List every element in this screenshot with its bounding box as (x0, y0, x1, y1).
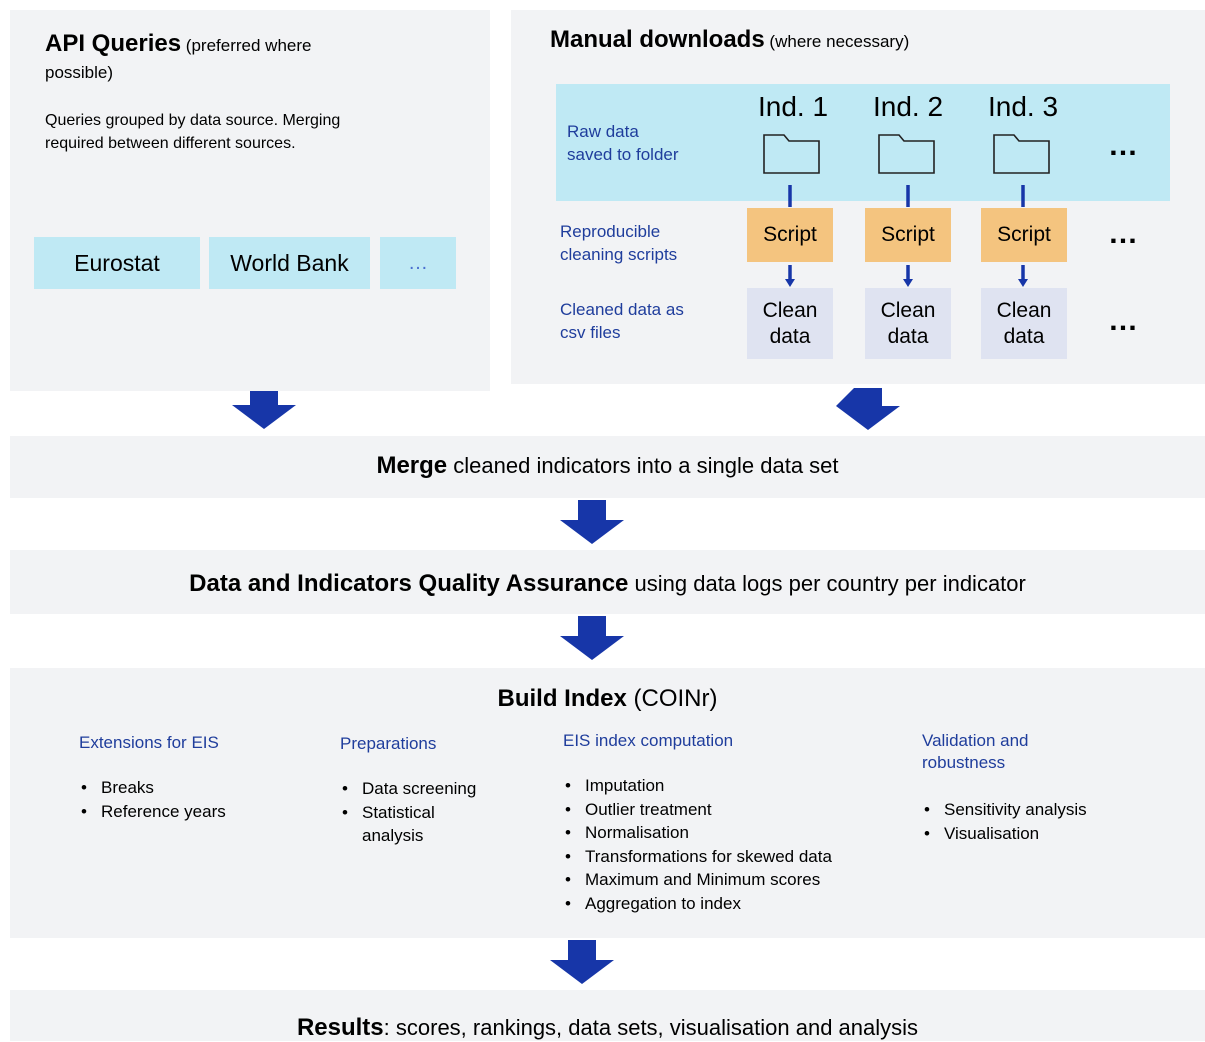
arrow-down-icon (785, 185, 795, 287)
qa-rest: using data logs per country per indicato… (634, 571, 1026, 596)
column-heading-line2: robustness (922, 753, 1006, 772)
folder-icon (763, 134, 820, 174)
build-rest: (COINr) (633, 685, 718, 712)
api-desc-line2: required between different sources. (45, 135, 296, 152)
source-chip-eurostat: Eurostat (34, 237, 200, 289)
scripts-label-line2: cleaning scripts (560, 245, 678, 264)
cleaning-scripts-label: Reproducible cleaning scripts (560, 220, 677, 266)
api-title-note2: possible) (45, 63, 114, 82)
manual-title-note: (where necessary) (769, 32, 910, 51)
list-item: Maximum and Minimum scores (563, 868, 903, 892)
manual-downloads-title: Manual downloads (where necessary) (550, 26, 1190, 56)
cleaned-label-line2: csv files (560, 323, 621, 342)
source-chip-world-bank: World Bank (209, 237, 370, 289)
script-box: Script (981, 208, 1067, 262)
api-queries-panel: API Queries (preferred where possible) Q… (10, 10, 490, 391)
clean-line2: data (769, 324, 811, 348)
column-list: Breaks Reference years (79, 776, 309, 823)
results-rest: : scores, rankings, data sets, visualisa… (383, 1015, 919, 1040)
build-title: Build Index (COINr) (10, 684, 1205, 714)
column-heading: EIS index computation (563, 731, 734, 750)
manual-title-bold: Manual downloads (550, 26, 765, 53)
list-item-line2: analysis (362, 826, 424, 845)
arrow-down-icon (1018, 185, 1028, 287)
cleaned-data-label: Cleaned data as csv files (560, 298, 684, 344)
list-item: Breaks (79, 776, 309, 800)
list-item: Statistical analysis (340, 801, 540, 848)
list-item: Aggregation to index (563, 892, 903, 916)
cleaned-label-line1: Cleaned data as (560, 300, 684, 319)
list-item: Outlier treatment (563, 798, 903, 822)
list-item: Transformations for skewed data (563, 845, 903, 869)
list-item: Reference years (79, 800, 309, 824)
api-description: Queries grouped by data source. Merging … (45, 109, 475, 155)
api-title-note: (preferred where (185, 36, 312, 55)
column-heading: Validation and robustness (922, 730, 1182, 774)
folder-icon (878, 134, 935, 174)
more-clean-ellipsis: … (1108, 304, 1142, 337)
flow-arrow-down-icon (836, 388, 900, 430)
flow-arrow-down-icon (232, 391, 296, 429)
column-list: Sensitivity analysis Visualisation (922, 798, 1182, 845)
manual-downloads-panel: Manual downloads (where necessary) Raw d… (511, 10, 1205, 384)
api-title-bold: API Queries (45, 30, 182, 57)
results-stage: Results: scores, rankings, data sets, vi… (10, 990, 1205, 1041)
script-box: Script (865, 208, 951, 262)
list-item: Data screening (340, 777, 540, 801)
column-list: Imputation Outlier treatment Normalisati… (563, 774, 903, 915)
indicator-label-2: Ind. 2 (872, 91, 944, 122)
flow-arrow-down-icon (560, 616, 624, 660)
build-index-stage: Build Index (COINr) Extensions for EIS B… (10, 668, 1205, 938)
list-item: Visualisation (922, 822, 1182, 846)
raw-label-line1: Raw data (567, 122, 639, 141)
column-heading: Preparations (340, 734, 437, 753)
api-desc-line1: Queries grouped by data source. Merging (45, 112, 341, 129)
clean-line2: data (887, 324, 929, 348)
clean-line2: data (1003, 324, 1045, 348)
column-heading: Extensions for EIS (79, 733, 219, 752)
api-queries-title: API Queries (preferred where possible) (45, 30, 475, 86)
clean-line1: Clean (880, 298, 936, 322)
raw-data-label: Raw data saved to folder (567, 120, 679, 166)
results-title: Results: scores, rankings, data sets, vi… (10, 1014, 1205, 1042)
build-column-validation: Validation and robustness Sensitivity an… (922, 730, 1182, 845)
list-item-line1: Statistical (362, 802, 435, 822)
source-chip-more: … (380, 237, 456, 289)
arrow-down-icon (903, 185, 913, 287)
script-box: Script (747, 208, 833, 262)
list-item: Sensitivity analysis (922, 798, 1182, 822)
build-column-preparations: Preparations Data screening Statistical a… (340, 733, 540, 848)
folder-icon (993, 134, 1050, 174)
list-item: Imputation (563, 774, 903, 798)
flow-arrow-down-icon (560, 500, 624, 544)
indicator-label-1: Ind. 1 (757, 91, 829, 122)
more-indicators-ellipsis: … (1108, 129, 1142, 162)
list-item: Normalisation (563, 821, 903, 845)
merge-bold: Merge (376, 452, 448, 479)
column-list: Data screening Statistical analysis (340, 777, 540, 848)
merge-stage: Merge cleaned indicators into a single d… (10, 436, 1205, 498)
build-bold: Build Index (497, 685, 627, 712)
build-column-computation: EIS index computation Imputation Outlier… (563, 730, 903, 915)
merge-rest: cleaned indicators into a single data se… (453, 453, 839, 478)
raw-label-line2: saved to folder (567, 145, 679, 164)
indicator-label-3: Ind. 3 (987, 91, 1059, 122)
qa-bold: Data and Indicators Quality Assurance (189, 570, 629, 597)
quality-assurance-stage: Data and Indicators Quality Assurance us… (10, 550, 1205, 614)
scripts-label-line1: Reproducible (560, 222, 661, 241)
column-heading-line1: Validation and (922, 731, 1029, 750)
clean-line1: Clean (996, 298, 1052, 322)
build-column-extensions: Extensions for EIS Breaks Reference year… (79, 732, 309, 823)
more-scripts-ellipsis: … (1108, 217, 1142, 250)
merge-title: Merge cleaned indicators into a single d… (10, 452, 1205, 480)
clean-line1: Clean (762, 298, 818, 322)
raw-data-band (556, 84, 1170, 201)
qa-title: Data and Indicators Quality Assurance us… (10, 570, 1205, 598)
flow-arrow-down-icon (550, 940, 614, 984)
results-bold: Results (296, 1014, 384, 1041)
